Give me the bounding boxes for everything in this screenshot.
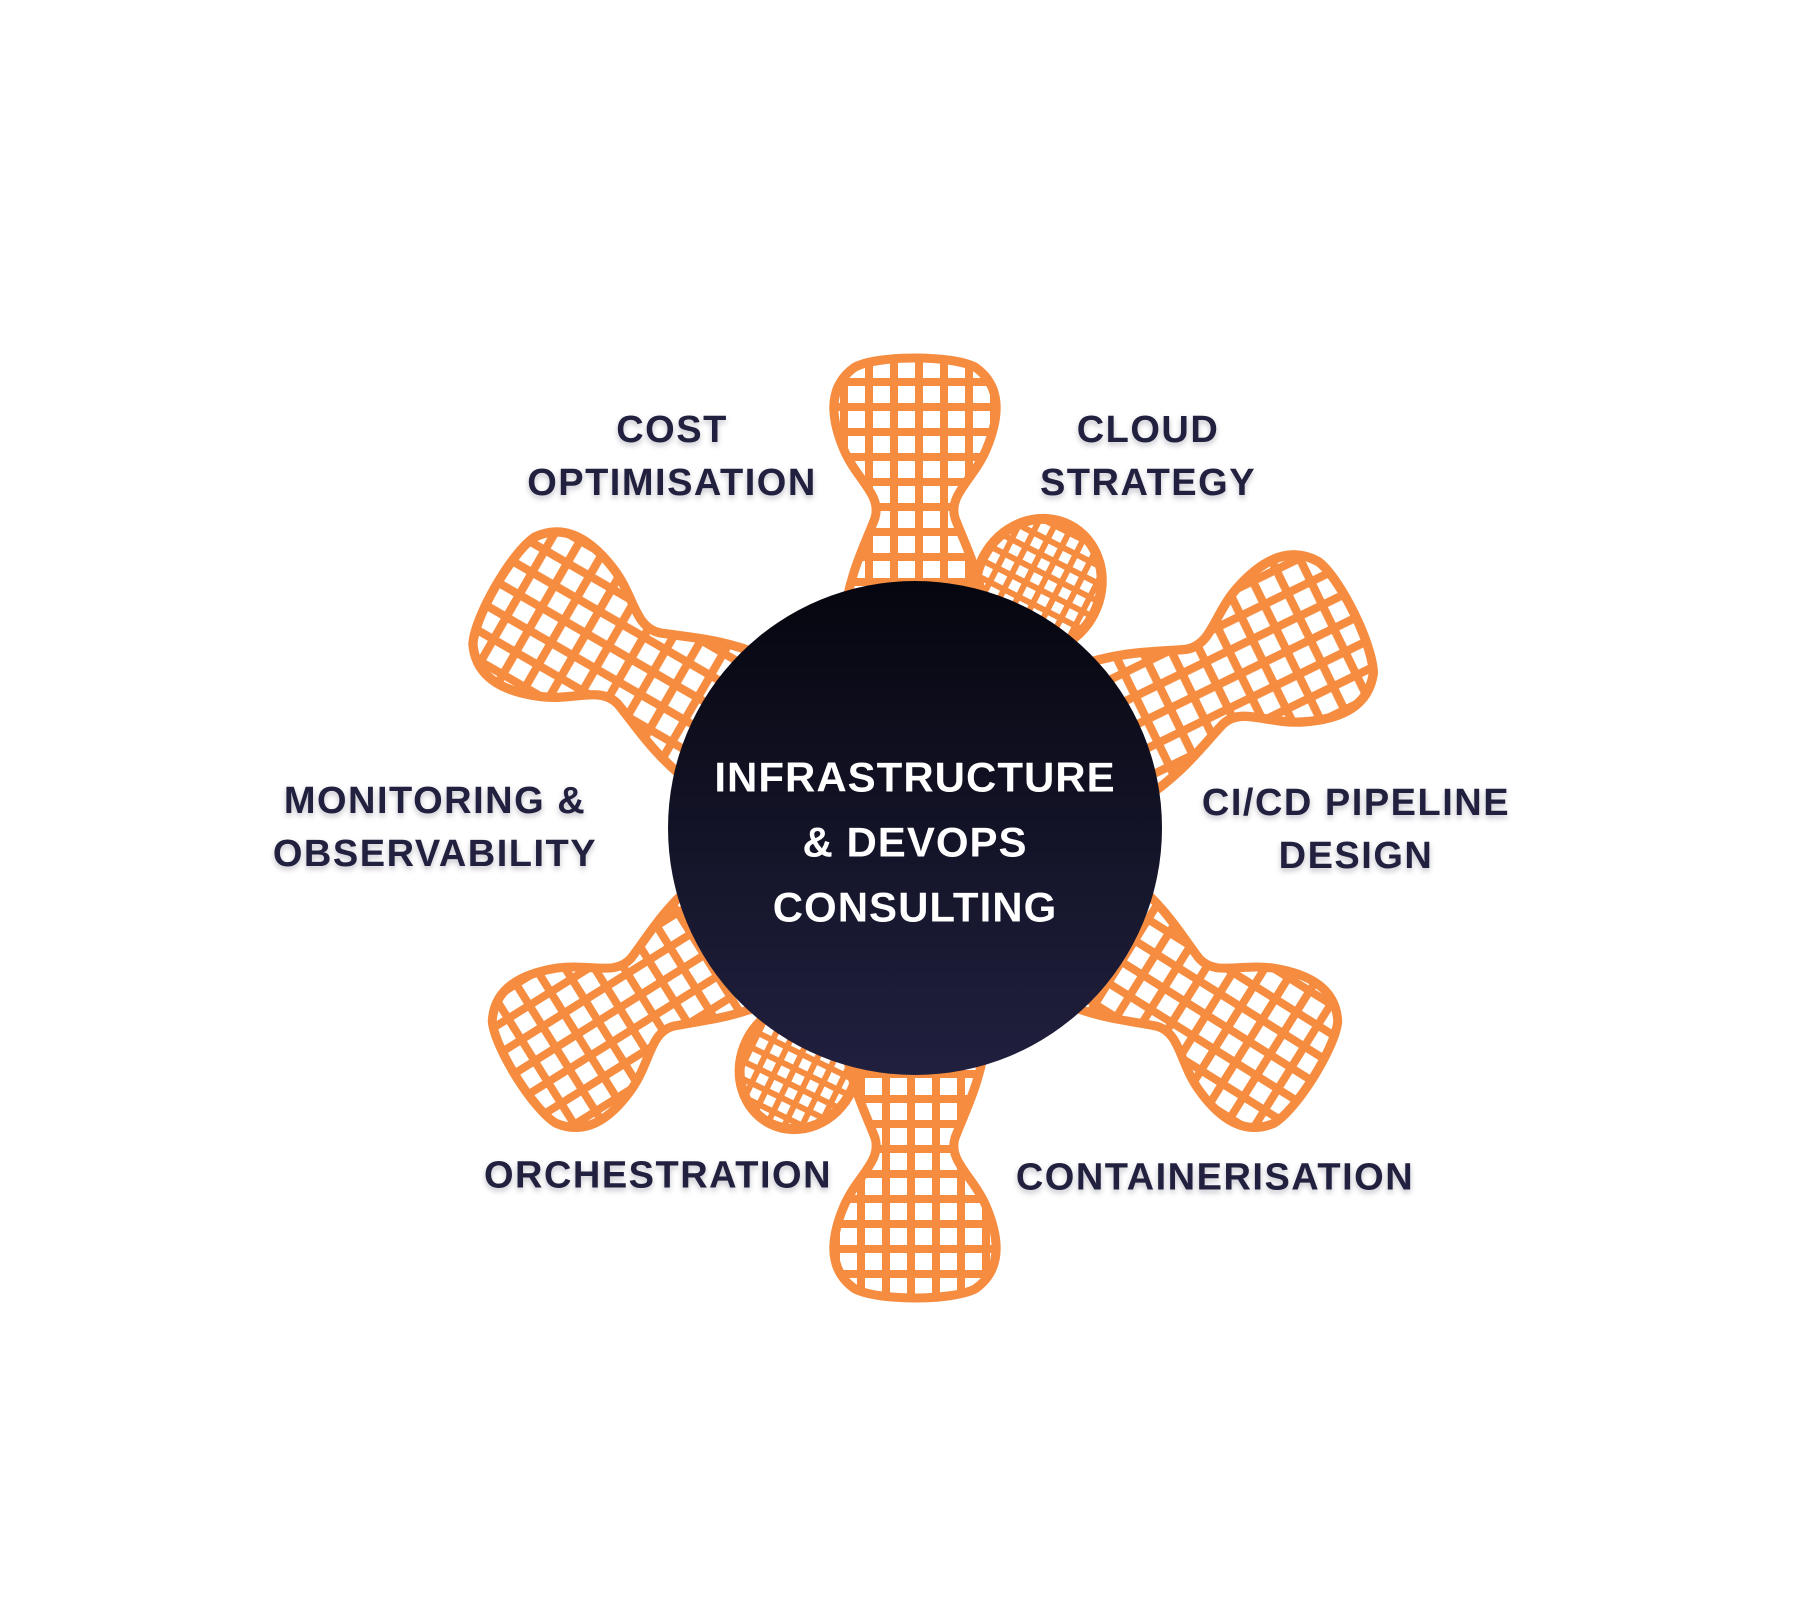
label-monitoring-observability: MONITORING & OBSERVABILITY (272, 780, 598, 875)
center-title-line3: CONSULTING (772, 883, 1058, 931)
label-cloud-strategy: CLOUD STRATEGY (1039, 409, 1257, 504)
label-cost-optimisation: COST OPTIMISATION (527, 409, 817, 504)
center-title: INFRASTRUCTURE & DEVOPS CONSULTING (714, 745, 1115, 940)
center-circle (668, 581, 1162, 1075)
label-orchestration: ORCHESTRATION (483, 1154, 833, 1197)
center-title-line2: & DEVOPS (802, 818, 1028, 866)
label-containerisation: CONTAINERISATION (1015, 1156, 1415, 1199)
label-cicd-pipeline-design: CI/CD PIPELINE DESIGN (1201, 782, 1511, 877)
center-title-line1: INFRASTRUCTURE (714, 753, 1116, 801)
